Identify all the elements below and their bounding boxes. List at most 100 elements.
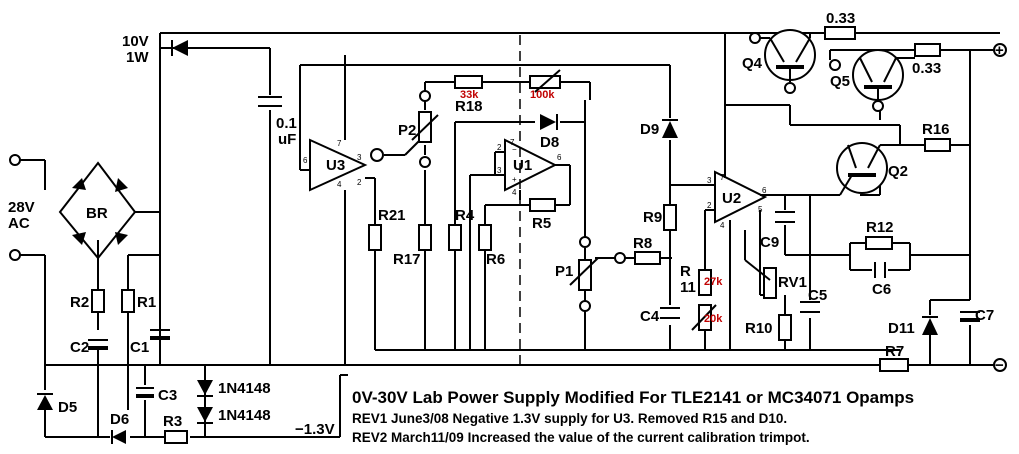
p2-label: P2 [398, 122, 416, 139]
diode2-label: 1N4148 [218, 407, 271, 424]
r033-label-2: 0.33 [912, 60, 941, 77]
d6-label: D6 [110, 411, 129, 428]
c9-capacitor [775, 211, 795, 223]
u1-pin4: 4 [512, 188, 517, 197]
rv1-label: RV1 [778, 274, 807, 291]
cap-0-1uf [258, 96, 282, 107]
p1-potentiometer [569, 236, 626, 312]
r12-resistor [865, 236, 893, 250]
u3-label: U3 [326, 157, 345, 174]
svg-text:+: + [512, 175, 517, 184]
positive-output-terminal [993, 43, 1007, 57]
c1-label: C1 [130, 339, 149, 356]
u1-label: U1 [513, 157, 532, 174]
r3-resistor [164, 430, 188, 444]
c1-capacitor [150, 329, 170, 340]
r8-label: R8 [633, 235, 652, 252]
u2-pin7: 7 [720, 173, 725, 182]
r3-label: R3 [163, 413, 182, 430]
r17-label: R17 [393, 251, 421, 268]
r2-resistor [91, 289, 105, 313]
q2-label: Q2 [888, 163, 908, 180]
u2-pin3: 3 [707, 176, 712, 185]
zener-voltage-label: 10V [122, 33, 149, 50]
d6-diode [111, 430, 126, 444]
d5-diode [37, 393, 53, 410]
r10-label: R10 [745, 320, 773, 337]
cap-unit-label: uF [278, 131, 296, 148]
q2-transistor [836, 142, 888, 196]
r033-label-1: 0.33 [826, 10, 855, 27]
r17-resistor [418, 224, 432, 251]
br-label: BR [86, 205, 108, 222]
r21-label: R21 [378, 207, 406, 224]
c6-label: C6 [872, 281, 891, 298]
r18-resistor [454, 75, 483, 89]
r18-value: 33k [460, 89, 479, 101]
d9-label: D9 [640, 121, 659, 138]
c7-label: C7 [975, 307, 994, 324]
c6-capacitor [874, 262, 886, 278]
minus-symbol: − [995, 357, 1004, 374]
zener-diode [171, 40, 188, 56]
d11-label: D11 [888, 320, 915, 337]
input-ac-label: AC [8, 215, 30, 232]
u3-opamp [309, 138, 384, 192]
u1-pin6: 6 [557, 153, 562, 162]
u3-pin6: 6 [303, 156, 308, 165]
d9-diode [662, 119, 678, 138]
c5-capacitor [800, 301, 820, 313]
diode-1n4148-1 [197, 380, 213, 397]
revision-note-1: REV1 June3/08 Negative 1.3V supply for U… [352, 411, 787, 426]
trimpot-20k-value: 20k [704, 313, 723, 325]
ac-terminal-1 [9, 154, 21, 166]
c9-label: C9 [760, 234, 779, 251]
c7-capacitor [960, 311, 980, 322]
r21-resistor [368, 224, 382, 251]
u1-opamp [504, 138, 558, 192]
r12-label: R12 [866, 219, 894, 236]
trimpot-100k [529, 69, 561, 93]
r8-resistor [634, 251, 661, 265]
q5-transistor [829, 49, 915, 112]
r4-label: R4 [455, 207, 475, 224]
p2-potentiometer [411, 90, 439, 168]
u2-opamp [714, 170, 768, 224]
cap-value-label: 0.1 [276, 115, 297, 132]
revision-note-2: REV2 March11/09 Increased the value of t… [352, 430, 810, 445]
negative-supply-label: −1.3V [295, 421, 335, 438]
trimpot-value: 100k [530, 89, 555, 101]
c4-capacitor [660, 307, 680, 319]
zener-power-label: 1W [126, 49, 149, 66]
r16-label: R16 [922, 121, 950, 138]
r9-resistor [663, 204, 677, 231]
r1-resistor [121, 289, 135, 313]
r5-resistor [529, 198, 556, 212]
trimpot-20k [691, 304, 717, 331]
diode-1n4148-2 [197, 407, 213, 424]
d8-diode [540, 114, 558, 130]
plus-symbol: + [995, 42, 1004, 59]
u2-pin5: 5 [758, 205, 763, 214]
r11-label-b: 11 [680, 279, 696, 296]
c2-label: C2 [70, 339, 89, 356]
r6-label: R6 [486, 251, 505, 268]
diagram-title: 0V-30V Lab Power Supply Modified For TLE… [352, 388, 914, 407]
u2-pin6: 6 [762, 186, 767, 195]
c5-label: C5 [808, 287, 827, 304]
bridge-rectifier [58, 161, 137, 260]
input-voltage-label: 28V [8, 199, 35, 216]
c3-capacitor [136, 387, 154, 398]
r9-label: R9 [643, 209, 662, 226]
u1-pin2: 2 [497, 143, 502, 152]
d5-label: D5 [58, 399, 77, 416]
c2-capacitor [88, 339, 108, 350]
negative-output-terminal [993, 358, 1007, 372]
r7-resistor [879, 358, 909, 372]
c4-label: C4 [640, 308, 660, 325]
r033-resistor-1 [824, 26, 856, 40]
ac-terminal-2 [9, 249, 21, 261]
u3-pin2: 2 [357, 178, 362, 187]
q5-label: Q5 [830, 73, 850, 90]
q4-transistor [749, 29, 816, 94]
